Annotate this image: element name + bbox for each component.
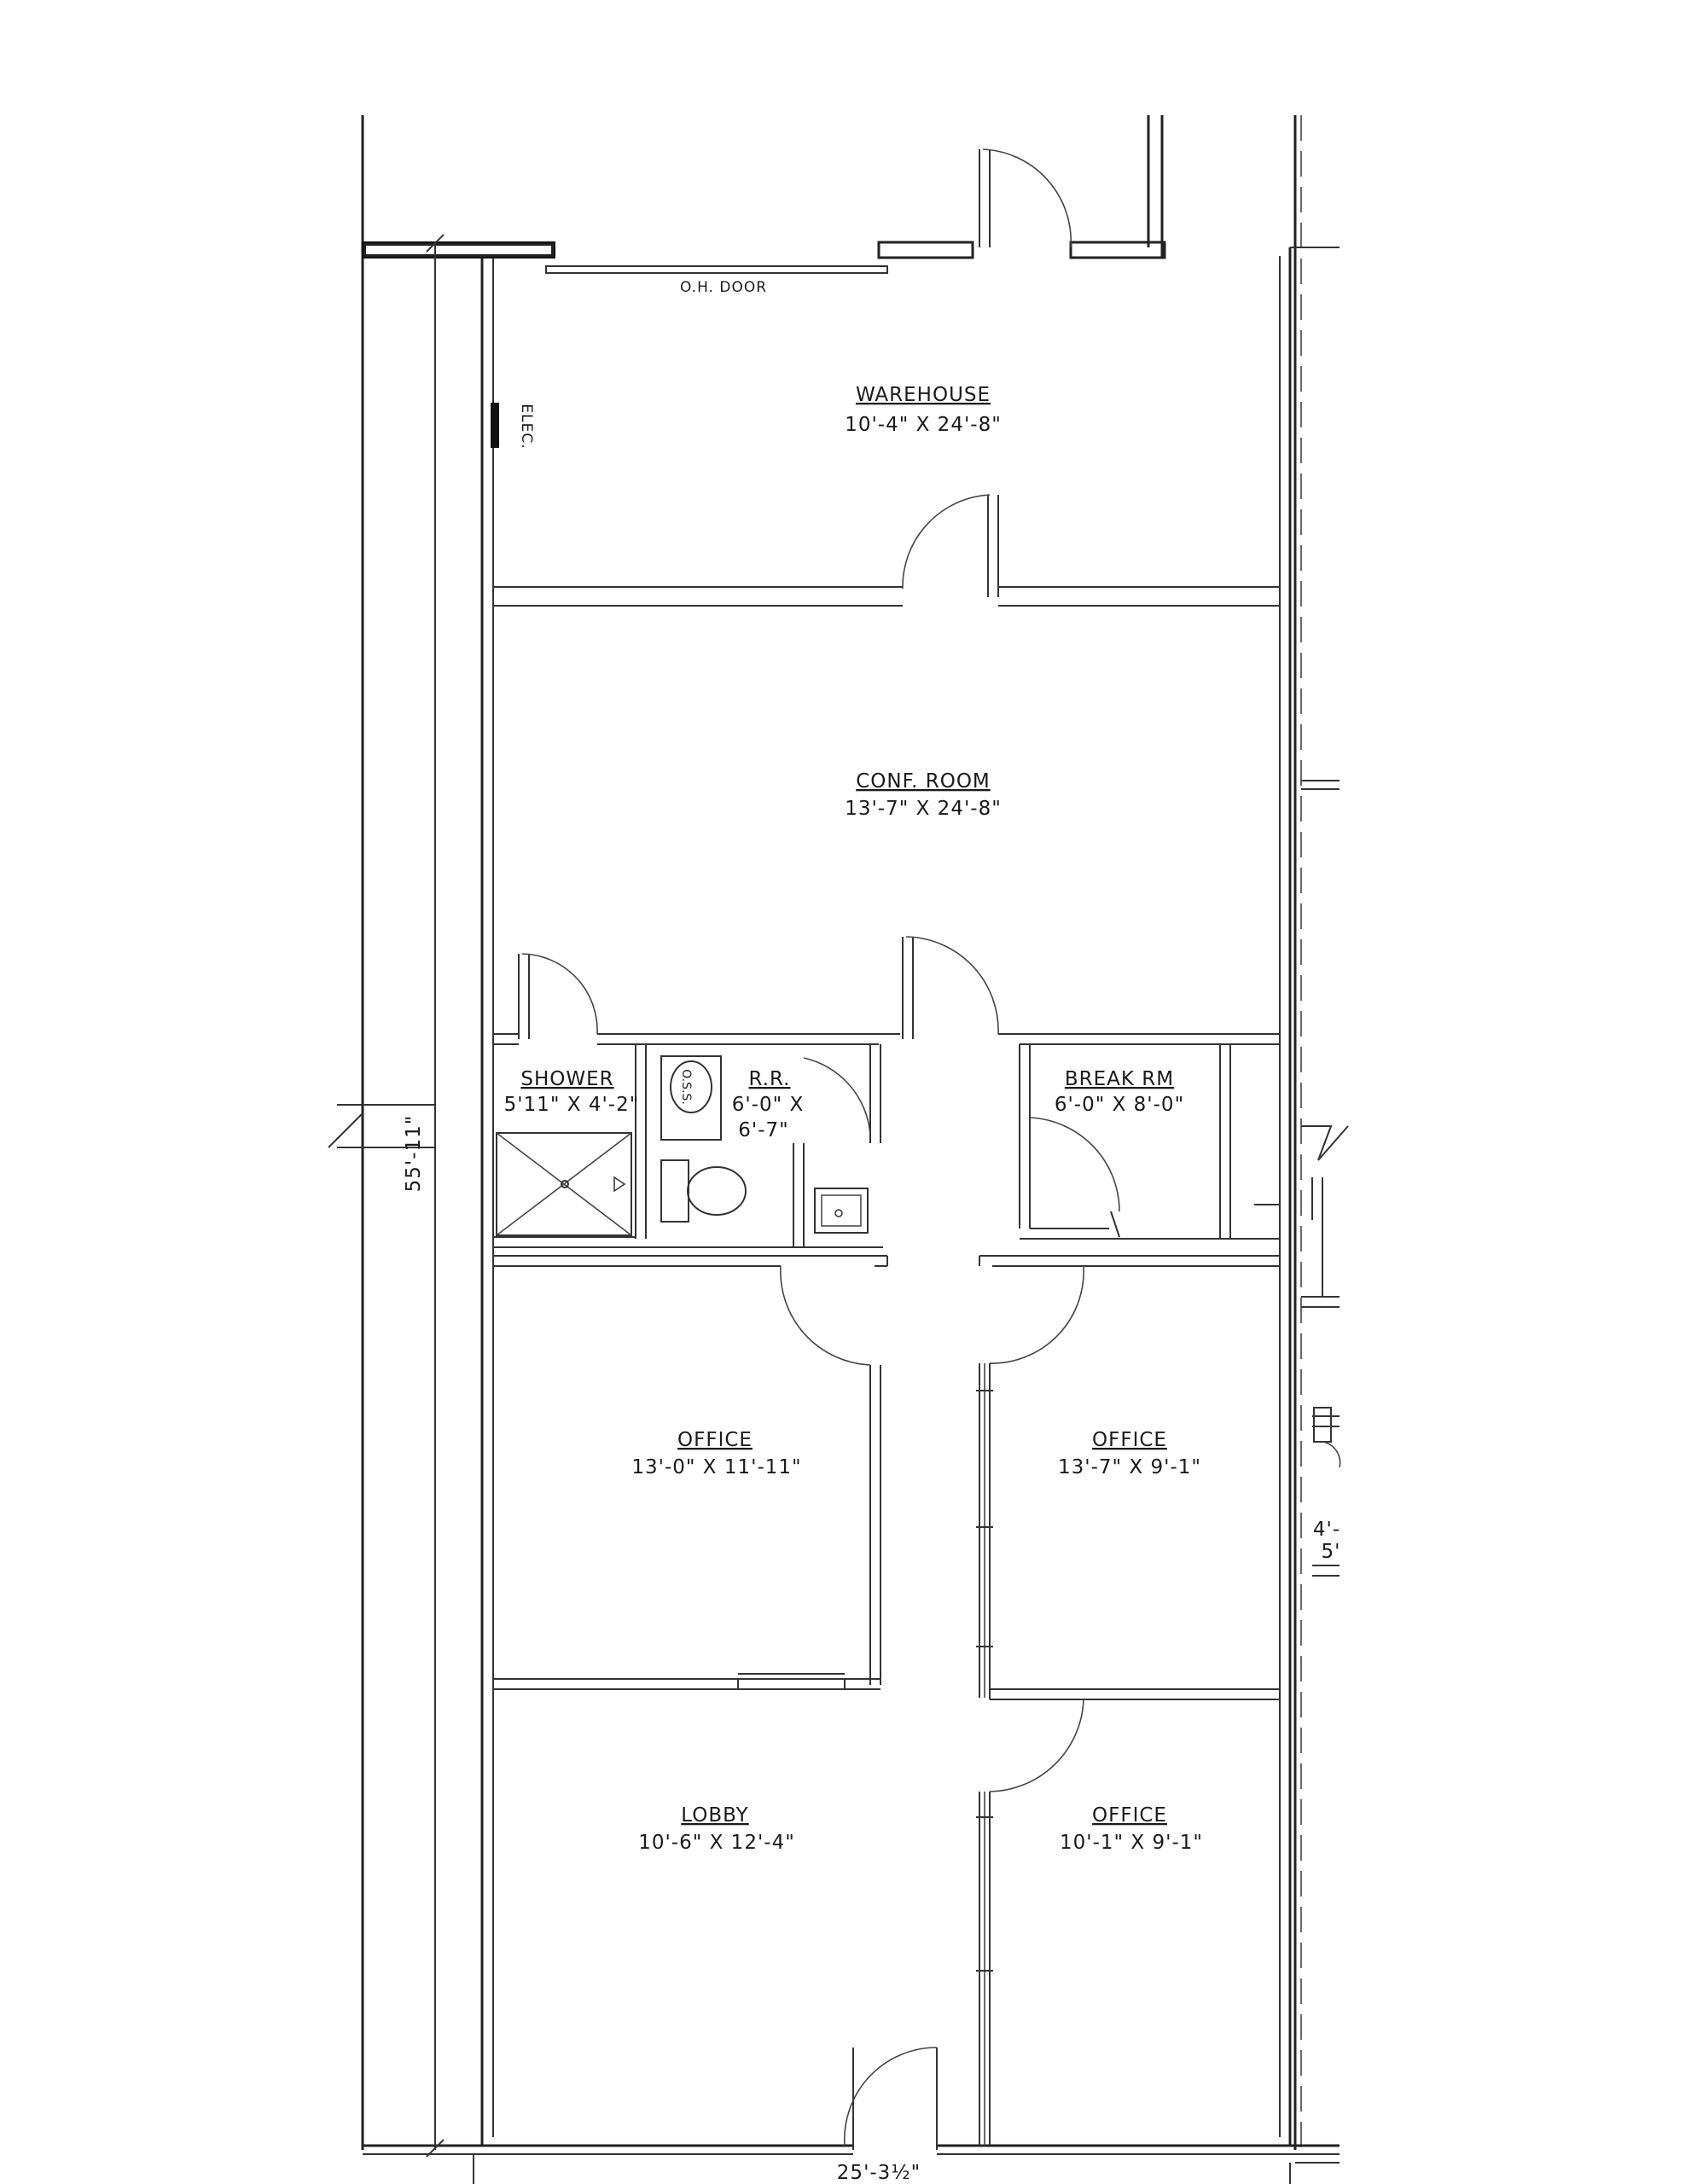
rr-dims-b: 6'-7" [738, 1119, 788, 1141]
restroom-block: O.S.S. [493, 936, 1280, 1248]
height-dimension: 55'-11" [328, 234, 445, 2158]
office-left-dims: 13'-0" X 11'-11" [631, 1456, 801, 1478]
exterior-walls [361, 115, 1340, 2155]
neighbor-unit: 4'- 5' [1301, 780, 1341, 1577]
right-break-mark [1301, 1125, 1349, 1161]
shower-dims: 5'11" X 4'-2" [504, 1094, 640, 1116]
conf-room-name: CONF. ROOM [856, 770, 991, 793]
office-lower-right-name: OFFICE [1092, 1804, 1167, 1827]
warehouse-name: WAREHOUSE [856, 384, 991, 406]
overhead-door: O.H. DOOR [545, 265, 888, 296]
rr-dims-a: 6'-0" X [732, 1094, 805, 1116]
overall-width: 25'-3½" [837, 2162, 921, 2184]
conf-room-dims: 13'-7" X 24'-8" [845, 798, 1002, 820]
width-dimension: 25'-3½" [473, 2154, 1340, 2184]
lobby-entry-door [843, 2047, 938, 2150]
elec-label: ELEC. [518, 404, 535, 449]
shower-name: SHOWER [520, 1068, 613, 1090]
rr-name: R.R. [749, 1068, 791, 1090]
warehouse-entry-door [979, 148, 1072, 248]
lobby-name: LOBBY [681, 1804, 748, 1827]
electrical-panel: ELEC. [491, 403, 535, 450]
warehouse-dims: 10'-4" X 24'-8" [845, 414, 1002, 436]
neighbor-dims-b: 5' [1322, 1541, 1341, 1563]
office-right-name: OFFICE [1092, 1429, 1167, 1451]
office-lower-right-dims: 10'-1" X 9'-1" [1060, 1832, 1203, 1854]
office-walls [493, 1255, 1280, 2146]
warehouse-partition [493, 494, 1280, 607]
break-room-dims: 6'-0" X 8'-0" [1055, 1094, 1184, 1116]
room-labels: WAREHOUSE 10'-4" X 24'-8" CONF. ROOM 13'… [504, 384, 1203, 1854]
break-room-name: BREAK RM [1065, 1068, 1174, 1090]
office-left-name: OFFICE [677, 1429, 753, 1451]
sink-mark: O.S.S. [679, 1069, 693, 1105]
office-right-dims: 13'-7" X 9'-1" [1058, 1456, 1201, 1478]
overall-height: 55'-11" [403, 1115, 425, 1193]
lobby-dims: 10'-6" X 12'-4" [638, 1832, 795, 1854]
overhead-door-label: O.H. DOOR [680, 279, 767, 296]
neighbor-dims-a: 4'- [1313, 1519, 1340, 1541]
